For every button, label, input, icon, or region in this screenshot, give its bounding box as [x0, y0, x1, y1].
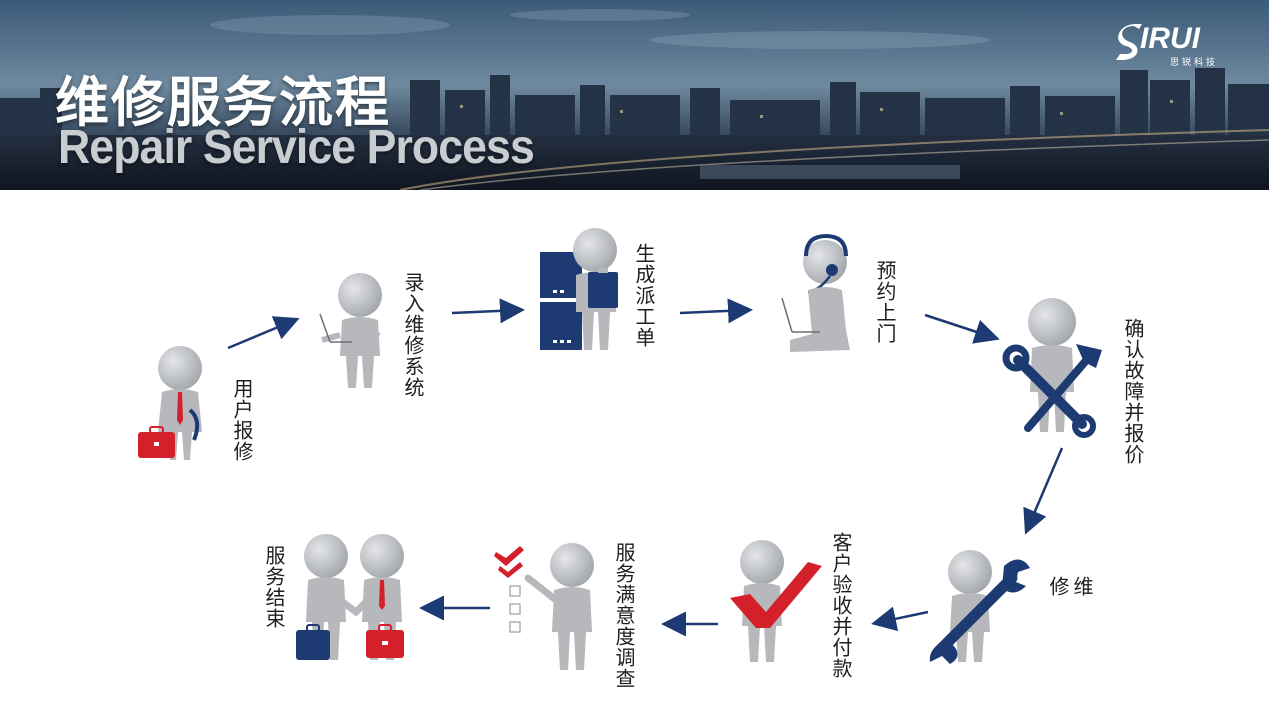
- laptop-person-icon: [319, 273, 382, 388]
- step-label-6: 维修: [1046, 576, 1094, 624]
- survey-person-icon: [494, 543, 594, 670]
- step-label-2: 录入维修系统: [401, 272, 425, 398]
- page-title: 维修服务流程: [55, 71, 391, 134]
- logo-wordmark: IRUI: [1140, 22, 1200, 55]
- step-label-3: 生成派工单: [632, 243, 656, 348]
- step-label-9: 服务结束: [262, 545, 286, 629]
- flow-arrow-4: [924, 313, 1000, 344]
- flow-arrow-5: [1023, 447, 1064, 535]
- step-label-7: 客户验收并付款: [829, 532, 853, 679]
- flow-arrow-2: [451, 298, 525, 324]
- briefcase-person-icon: [138, 346, 202, 460]
- headset-person-icon: [781, 233, 850, 352]
- step-label-4: 预约上门: [873, 260, 897, 344]
- sirui-logo-icon: [1116, 24, 1142, 60]
- handshake-icon: [296, 534, 404, 660]
- flow-arrow-6: [871, 606, 929, 632]
- step-label-5: 确认故障并报价: [1121, 318, 1145, 465]
- flow-arrow-3: [679, 298, 753, 324]
- checkmark-person-icon: [730, 540, 822, 662]
- flow-arrow-1: [227, 316, 300, 350]
- clipboard-person-icon: [540, 228, 618, 350]
- header-banner: [0, 0, 1269, 190]
- step-label-1: 用户报修: [230, 378, 254, 462]
- logo-subtitle: 思锐科技: [1170, 58, 1219, 68]
- page-subtitle: Repair Service Process: [58, 121, 535, 174]
- wrench-person-icon: [929, 550, 1030, 664]
- step-label-8: 服务满意度调查: [612, 542, 636, 689]
- tools-person-icon: [1002, 298, 1102, 438]
- city-skyline-background: [0, 0, 1269, 190]
